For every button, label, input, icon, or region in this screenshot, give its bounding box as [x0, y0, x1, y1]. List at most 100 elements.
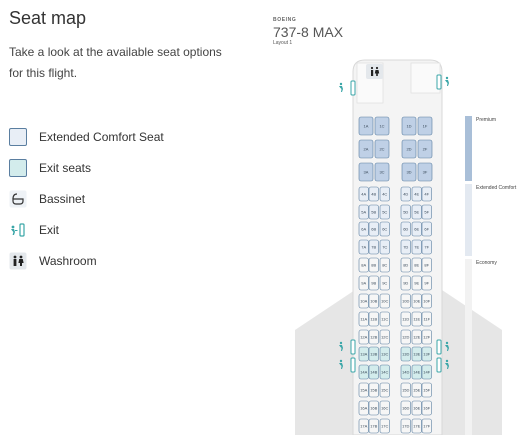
seat-10E[interactable]: 10E	[411, 293, 422, 309]
seat-shape[interactable]	[358, 346, 369, 362]
seat-shape[interactable]	[358, 221, 369, 237]
seat-shape[interactable]	[379, 221, 390, 237]
seat-13D[interactable]: 13D	[400, 346, 411, 362]
seat-16A[interactable]: 16A	[358, 400, 369, 416]
seat-shape[interactable]	[411, 257, 422, 273]
seat-15F[interactable]: 15F	[421, 382, 432, 398]
seat-shape[interactable]	[368, 204, 379, 220]
seat-5C[interactable]: 5C	[379, 204, 390, 220]
seat-6F[interactable]: 6F	[421, 221, 432, 237]
seat-shape[interactable]	[411, 311, 422, 327]
seat-shape[interactable]	[421, 364, 432, 380]
seat-shape[interactable]	[411, 221, 422, 237]
seat-17E[interactable]: 17E	[411, 418, 422, 434]
seat-8C[interactable]: 8C	[379, 257, 390, 273]
seat-shape[interactable]	[358, 400, 369, 416]
seat-7F[interactable]: 7F	[421, 239, 432, 255]
seat-15A[interactable]: 15A	[358, 382, 369, 398]
seat-11C[interactable]: 11C	[379, 311, 390, 327]
seat-11E[interactable]: 11E	[411, 311, 422, 327]
seat-shape[interactable]	[400, 186, 411, 202]
seat-shape[interactable]	[417, 139, 433, 159]
seat-shape[interactable]	[400, 418, 411, 434]
seat-shape[interactable]	[400, 221, 411, 237]
seat-13E[interactable]: 13E	[411, 346, 422, 362]
seat-shape[interactable]	[421, 418, 432, 434]
seat-1A[interactable]: 1A	[358, 116, 374, 136]
seat-shape[interactable]	[421, 204, 432, 220]
seat-1D[interactable]: 1D	[401, 116, 417, 136]
seat-11D[interactable]: 11D	[400, 311, 411, 327]
seat-shape[interactable]	[358, 186, 369, 202]
seat-shape[interactable]	[400, 257, 411, 273]
seat-shape[interactable]	[358, 418, 369, 434]
seat-17D[interactable]: 17D	[400, 418, 411, 434]
seat-4B[interactable]: 4B	[368, 186, 379, 202]
seat-shape[interactable]	[358, 382, 369, 398]
seat-5E[interactable]: 5E	[411, 204, 422, 220]
seat-shape[interactable]	[358, 311, 369, 327]
seat-shape[interactable]	[368, 257, 379, 273]
seat-shape[interactable]	[379, 364, 390, 380]
seat-17A[interactable]: 17A	[358, 418, 369, 434]
seat-shape[interactable]	[379, 186, 390, 202]
seat-1C[interactable]: 1C	[374, 116, 390, 136]
seat-10B[interactable]: 10B	[368, 293, 379, 309]
seat-shape[interactable]	[400, 364, 411, 380]
seat-shape[interactable]	[421, 400, 432, 416]
seat-shape[interactable]	[401, 162, 417, 182]
seat-shape[interactable]	[400, 400, 411, 416]
seat-shape[interactable]	[358, 275, 369, 291]
seat-shape[interactable]	[417, 116, 433, 136]
seat-11A[interactable]: 11A	[358, 311, 369, 327]
seat-shape[interactable]	[379, 293, 390, 309]
seat-2A[interactable]: 2A	[358, 139, 374, 159]
seat-shape[interactable]	[379, 346, 390, 362]
seat-15E[interactable]: 15E	[411, 382, 422, 398]
seat-5A[interactable]: 5A	[358, 204, 369, 220]
seat-5D[interactable]: 5D	[400, 204, 411, 220]
seat-12A[interactable]: 12A	[358, 329, 369, 345]
seat-shape[interactable]	[368, 239, 379, 255]
seat-2C[interactable]: 2C	[374, 139, 390, 159]
seat-4A[interactable]: 4A	[358, 186, 369, 202]
seat-12B[interactable]: 12B	[368, 329, 379, 345]
seat-14C[interactable]: 14C	[379, 364, 390, 380]
seat-shape[interactable]	[358, 257, 369, 273]
seat-9D[interactable]: 9D	[400, 275, 411, 291]
seat-shape[interactable]	[400, 311, 411, 327]
seat-16D[interactable]: 16D	[400, 400, 411, 416]
seat-shape[interactable]	[401, 139, 417, 159]
seat-shape[interactable]	[374, 116, 390, 136]
seat-10D[interactable]: 10D	[400, 293, 411, 309]
seat-shape[interactable]	[358, 204, 369, 220]
seat-shape[interactable]	[411, 293, 422, 309]
seat-shape[interactable]	[368, 346, 379, 362]
seat-5F[interactable]: 5F	[421, 204, 432, 220]
seat-shape[interactable]	[411, 418, 422, 434]
seat-shape[interactable]	[421, 221, 432, 237]
seat-7B[interactable]: 7B	[368, 239, 379, 255]
seat-13B[interactable]: 13B	[368, 346, 379, 362]
seat-9E[interactable]: 9E	[411, 275, 422, 291]
seat-16C[interactable]: 16C	[379, 400, 390, 416]
seat-shape[interactable]	[368, 293, 379, 309]
seat-shape[interactable]	[400, 239, 411, 255]
seat-shape[interactable]	[358, 329, 369, 345]
seat-14F[interactable]: 14F	[421, 364, 432, 380]
seat-shape[interactable]	[421, 311, 432, 327]
seat-shape[interactable]	[379, 257, 390, 273]
seat-shape[interactable]	[374, 162, 390, 182]
seat-shape[interactable]	[368, 221, 379, 237]
seat-14B[interactable]: 14B	[368, 364, 379, 380]
seat-14A[interactable]: 14A	[358, 364, 369, 380]
seat-shape[interactable]	[421, 275, 432, 291]
seat-9F[interactable]: 9F	[421, 275, 432, 291]
seat-shape[interactable]	[411, 275, 422, 291]
seat-shape[interactable]	[379, 275, 390, 291]
seat-shape[interactable]	[400, 382, 411, 398]
seat-17F[interactable]: 17F	[421, 418, 432, 434]
seat-shape[interactable]	[358, 116, 374, 136]
seat-6E[interactable]: 6E	[411, 221, 422, 237]
seat-shape[interactable]	[379, 204, 390, 220]
